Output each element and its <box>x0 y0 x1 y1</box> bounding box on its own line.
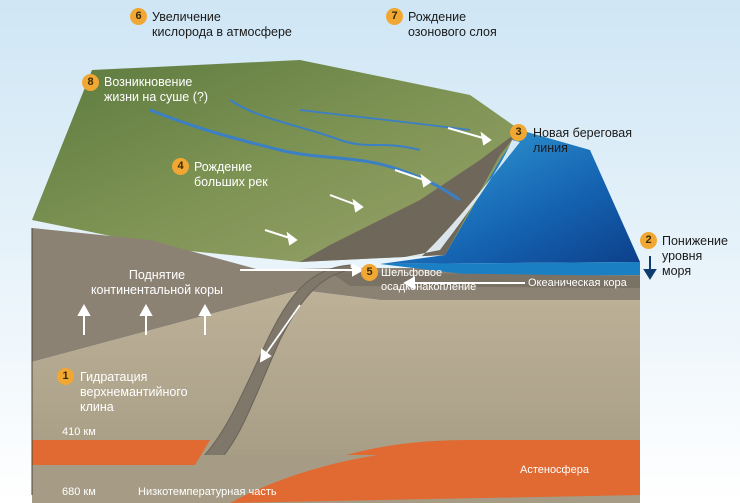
callout-hydration: Гидратация верхнемантийного клина <box>80 370 188 415</box>
uplift-arrows <box>77 303 212 335</box>
ocean-water <box>380 262 640 276</box>
oceanic-crust-label: Океаническая кора <box>528 277 627 289</box>
callout-line: озонового слоя <box>408 25 497 39</box>
beach <box>300 130 520 262</box>
depth-680-label: 680 км <box>62 486 96 498</box>
uplift-line: Поднятие <box>128 268 186 282</box>
callout-line: уровня <box>662 249 703 263</box>
callout-ozone: Рождение озонового слоя <box>408 10 497 40</box>
land-arrows <box>264 127 492 246</box>
callout-shelf: Шельфовое осадконакопление <box>381 266 476 294</box>
callout-line: моря <box>662 264 692 278</box>
callout-badge: 5 <box>361 264 378 281</box>
callout-line: Рождение <box>194 160 253 174</box>
callout-badge: 2 <box>640 232 657 249</box>
uplift-label: Поднятие континентальной коры <box>82 268 232 298</box>
depth-410-label: 410 км <box>62 426 96 438</box>
callout-coastline: Новая береговая линия <box>533 126 632 156</box>
callout-badge: 1 <box>57 368 74 385</box>
callout-line: осадконакопление <box>381 281 477 293</box>
callout-oxygen: Увеличение кислорода в атмосфере <box>152 10 292 40</box>
callout-badge: 3 <box>510 124 527 141</box>
river-branch-2 <box>299 109 471 131</box>
uplift-line: континентальной коры <box>90 283 224 297</box>
continental-crust <box>32 228 640 362</box>
callout-line: жизни на суше (?) <box>104 90 208 104</box>
asthenosphere-left-bottom <box>32 440 210 465</box>
callout-line: Шельфовое <box>381 267 443 279</box>
callout-badge: 7 <box>386 8 403 25</box>
callout-line: Рождение <box>408 10 467 24</box>
callout-line: Понижение <box>662 234 728 248</box>
asthenosphere-label: Астеносфера <box>520 464 589 476</box>
callout-line: клина <box>80 400 114 414</box>
river-branch <box>229 99 421 151</box>
callout-land-life: Возникновение жизни на суше (?) <box>104 75 208 105</box>
ocean-surface <box>380 130 640 264</box>
callout-badge: 4 <box>172 158 189 175</box>
callout-line: Новая береговая <box>533 126 633 140</box>
callout-line: больших рек <box>194 175 268 189</box>
oceanic-arrow <box>402 276 525 290</box>
callout-badge: 6 <box>130 8 147 25</box>
callout-line: Возникновение <box>104 75 193 89</box>
callout-sea-level: Понижение уровня моря <box>662 234 728 279</box>
callout-badge: 8 <box>82 74 99 91</box>
subduction-arrow <box>259 304 301 363</box>
sea-level-arrow <box>643 256 657 280</box>
asthenosphere-bottom <box>230 445 640 503</box>
mantle <box>32 290 640 455</box>
callout-line: Увеличение <box>152 10 221 24</box>
low-temp-label: Низкотемпературная часть <box>138 486 277 498</box>
callout-line: кислорода в атмосфере <box>152 25 292 39</box>
callout-line: Гидратация <box>80 370 148 384</box>
callout-line: линия <box>533 141 568 155</box>
callout-line: верхнемантийного <box>80 385 188 399</box>
callout-rivers: Рождение больших рек <box>194 160 268 190</box>
shelf-arrow <box>240 263 365 277</box>
